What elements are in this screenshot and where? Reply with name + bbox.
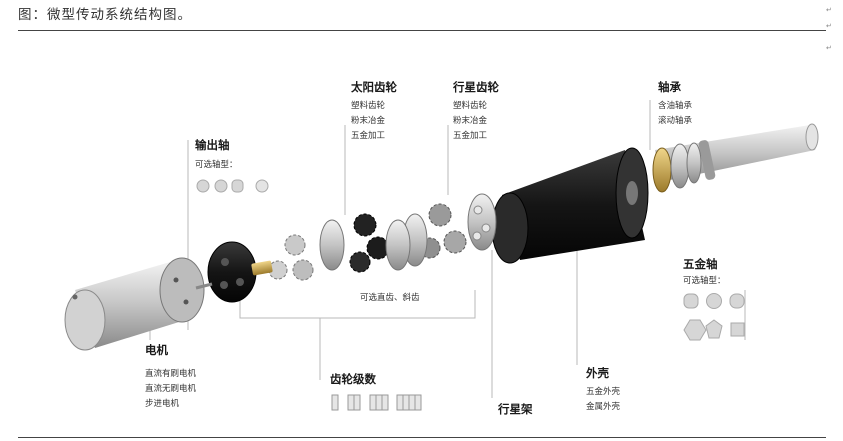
- figure-caption: 图：微型传动系统结构图。: [18, 7, 192, 23]
- gear-stages-title: 齿轮级数: [330, 372, 376, 386]
- planet-carrier-part: [467, 193, 497, 251]
- stage-1-icon: [331, 394, 339, 411]
- housing-part: [491, 147, 649, 264]
- planet-gears-part: [402, 203, 467, 267]
- label-bearing: 轴承 含油轴承 滚动轴承: [658, 80, 693, 126]
- sun-gear-line: 塑料齿轮: [351, 100, 386, 111]
- label-sun-gear: 太阳齿轮 塑料齿轮 粉末冶金 五金加工: [350, 80, 397, 141]
- planet-gear-line: 粉末冶金: [453, 115, 488, 126]
- stage-2-icon: [353, 394, 361, 411]
- gear-option-note: 可选直齿、斜齿: [360, 292, 420, 303]
- planet-gear-line: 五金加工: [453, 130, 488, 141]
- planet-gear-title: 行星齿轮: [452, 80, 499, 94]
- planet-gear-line: 塑料齿轮: [453, 100, 488, 111]
- shaft-d-cut-icon: [729, 293, 745, 309]
- bearing-line: 含油轴承: [658, 100, 693, 111]
- label-gear-stages: 齿轮级数: [330, 372, 422, 411]
- flange-part: [207, 241, 273, 303]
- small-gears-part: [268, 234, 314, 281]
- housing-line: 五金外壳: [586, 386, 621, 397]
- shaft-hex-icon: [683, 319, 707, 341]
- bottom-rule: [18, 437, 826, 438]
- motor-part: [64, 257, 213, 351]
- label-motor: 电机 直流有刷电机 直流无刷电机 步进电机: [145, 343, 197, 409]
- stage-3-icon: [381, 394, 389, 411]
- label-planet-gear: 行星齿轮 塑料齿轮 粉末冶金 五金加工: [452, 80, 499, 141]
- stage-4-icon: [414, 394, 422, 411]
- motor-title: 电机: [145, 343, 168, 357]
- sun-gear-line: 五金加工: [351, 130, 386, 141]
- motor-line: 直流有刷电机: [145, 368, 197, 379]
- output-shaft-title: 输出轴: [195, 138, 230, 152]
- shaft-flat-icon: [231, 179, 244, 193]
- bearing-line: 滚动轴承: [658, 115, 693, 126]
- shaft-d-cut-icon: [196, 179, 210, 193]
- housing-line: 金属外壳: [586, 401, 621, 412]
- sun-gear-title: 太阳齿轮: [350, 80, 397, 94]
- motor-line: 步进电机: [145, 398, 180, 409]
- carrier-title: 行星架: [497, 402, 533, 416]
- metal-shaft-sub: 可选轴型：: [683, 275, 726, 286]
- gear-stage-icons: [331, 394, 422, 411]
- sun-gears-part: [319, 213, 411, 273]
- shaft-flat-icon: [683, 293, 699, 309]
- bearing-title: 轴承: [658, 80, 681, 94]
- motor-line: 直流无刷电机: [145, 383, 197, 394]
- metal-shaft-title: 五金轴: [683, 257, 718, 271]
- paragraph-mark: ↵: [826, 44, 832, 52]
- shaft-square-icon: [730, 322, 745, 337]
- label-output-shaft: 输出轴 可选轴型：: [195, 138, 269, 193]
- paragraph-mark: ↵: [826, 6, 832, 14]
- paragraph-mark: ↵: [826, 22, 832, 30]
- shaft-type-shapes: [196, 179, 269, 193]
- metal-shaft-type-shapes: [683, 293, 745, 341]
- shaft-pentagon-icon: [705, 319, 723, 339]
- label-housing: 外壳 五金外壳 金属外壳: [585, 366, 621, 412]
- label-metal-shaft: 五金轴 可选轴型：: [683, 257, 745, 341]
- output-shaft-sub: 可选轴型：: [195, 159, 238, 170]
- shaft-hollow-icon: [255, 179, 269, 193]
- sun-gear-line: 粉末冶金: [351, 115, 386, 126]
- shaft-round-icon: [706, 293, 722, 309]
- top-rule: [18, 30, 826, 31]
- housing-title: 外壳: [585, 366, 609, 380]
- bearing-part: [652, 142, 702, 193]
- shaft-round-icon: [214, 179, 228, 193]
